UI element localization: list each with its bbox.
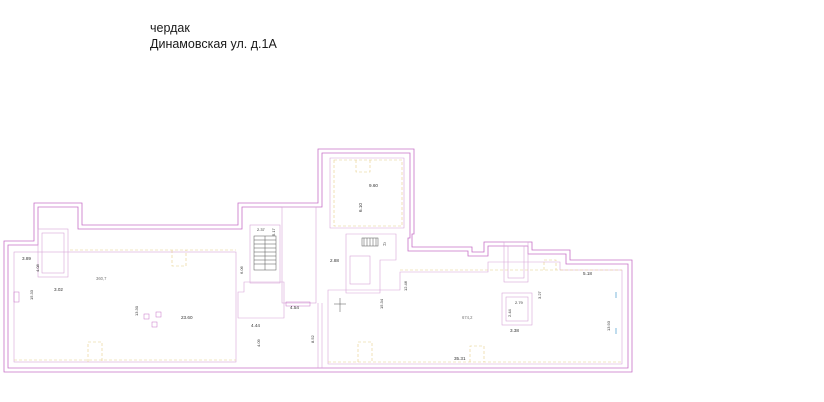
dim-5-18: 5.18 bbox=[583, 271, 592, 276]
outer-walls bbox=[3, 148, 633, 373]
room-labels: 360,7 674,2 Д bbox=[96, 241, 473, 320]
wall-opening-bottom bbox=[285, 301, 311, 307]
left-niche-inner bbox=[41, 232, 65, 274]
stair-room bbox=[249, 224, 281, 284]
crosshair-marker bbox=[334, 298, 346, 312]
dim-3-02: 3.02 bbox=[54, 287, 63, 292]
partitions bbox=[13, 157, 623, 368]
dim-35-31: 35.31 bbox=[454, 356, 466, 361]
dashed-right-bay-2 bbox=[469, 345, 485, 362]
dashed-lines bbox=[14, 159, 622, 363]
inner-wall-line bbox=[7, 152, 629, 369]
dashed-side-bay bbox=[543, 259, 557, 270]
vertical-shaft bbox=[281, 206, 317, 304]
dim-13-30: 13.30 bbox=[134, 305, 139, 316]
dim-2-88: 2.88 bbox=[330, 258, 339, 263]
dim-3-27: 3.27 bbox=[537, 290, 542, 299]
dim-5-17: 5.17 bbox=[271, 227, 276, 236]
dim-4-44: 4.44 bbox=[251, 323, 260, 328]
dim-9-60: 9.60 bbox=[369, 183, 378, 188]
left-room-outline bbox=[13, 251, 237, 363]
outer-wall-line bbox=[3, 148, 633, 373]
title-line-attic: чердак bbox=[150, 21, 190, 35]
dashed-left-bay-1 bbox=[87, 341, 103, 362]
stair-treads-center bbox=[361, 237, 379, 247]
dim-13-93: 13.93 bbox=[606, 320, 611, 331]
dashed-top-bay bbox=[355, 160, 371, 173]
dim-8-52: 8.52 bbox=[310, 334, 315, 343]
top-room-outline bbox=[329, 157, 405, 229]
wall-opening-left bbox=[13, 291, 20, 303]
right-small-room bbox=[501, 292, 533, 326]
dim-15-33: 15.33 bbox=[29, 289, 34, 300]
dim-3-89: 3.89 bbox=[22, 256, 31, 261]
drawing-title: чердак Динамовская ул. д.1А bbox=[150, 20, 277, 52]
left-niche bbox=[37, 228, 69, 278]
dim-4-54: 4.54 bbox=[290, 305, 299, 310]
stair-label: Д bbox=[383, 241, 386, 246]
stair-lower-room bbox=[237, 281, 285, 319]
dim-12-46: 12.46 bbox=[403, 280, 408, 291]
column-3 bbox=[155, 311, 162, 318]
dim-2-37: 2.37 bbox=[257, 227, 266, 232]
column-1 bbox=[143, 313, 150, 320]
right-room-outline bbox=[327, 261, 623, 365]
dim-6-06: 6.06 bbox=[239, 265, 244, 274]
stair-treads-left bbox=[253, 235, 277, 271]
central-stair-room bbox=[345, 233, 397, 294]
dim-15-34: 15.34 bbox=[379, 298, 384, 309]
dashed-top-room bbox=[333, 159, 403, 227]
dashed-left-bay-2 bbox=[171, 250, 187, 267]
dim-2-79: 2.79 bbox=[515, 300, 524, 305]
dim-3-38: 3.38 bbox=[510, 328, 519, 333]
dimension-labels: 9.60 6.10 2.37 5.17 6.06 3.89 4.08 3.02 … bbox=[22, 183, 611, 361]
dashed-right-bay-1 bbox=[357, 341, 373, 362]
dim-23-60: 23.60 bbox=[181, 315, 193, 320]
dim-4-08: 4.08 bbox=[35, 263, 40, 272]
central-stair-inner bbox=[349, 255, 371, 285]
right-small-room-inner bbox=[505, 296, 529, 322]
dim-6-10: 6.10 bbox=[358, 203, 363, 212]
dim-4-09: 4.09 bbox=[256, 338, 261, 347]
room-label-left: 360,7 bbox=[96, 276, 107, 281]
column-2 bbox=[151, 321, 158, 328]
dim-2-44: 2.44 bbox=[507, 308, 512, 317]
structural-details bbox=[13, 291, 311, 328]
title-line-address: Динамовская ул. д.1А bbox=[150, 37, 277, 51]
room-label-right: 674,2 bbox=[462, 315, 473, 320]
